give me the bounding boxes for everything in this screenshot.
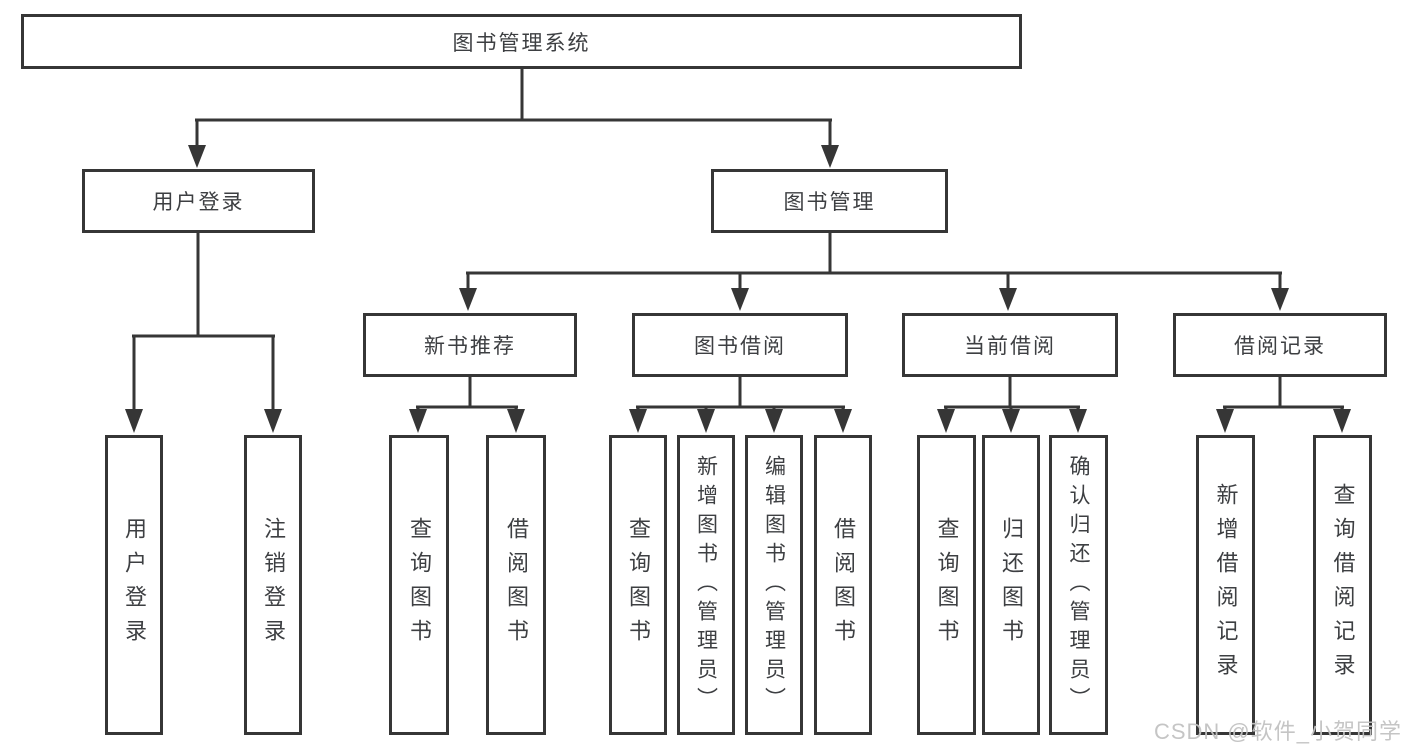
node-current-borrow-label: 当前借阅 <box>964 335 1056 358</box>
leaf-bb-edit-books-admin: 编辑图书（管理员） <box>745 435 803 735</box>
leaf-br-add-record: 新增借阅记录 <box>1196 435 1255 735</box>
leaf-bb-query-books: 查询图书 <box>609 435 667 735</box>
node-book-management: 图书管理 <box>711 169 948 233</box>
node-borrow-records-label: 借阅记录 <box>1234 335 1326 358</box>
connector-book-borrow-children <box>629 376 852 433</box>
leaf-nb-query-books: 查询图书 <box>389 435 449 735</box>
node-system-root: 图书管理系统 <box>21 14 1022 69</box>
leaf-bb-add-books-admin-label: 新增图书（管理员） <box>694 454 718 716</box>
leaf-cb-confirm-return-admin: 确认归还（管理员） <box>1049 435 1108 735</box>
leaf-nb-borrow-books-label: 借阅图书 <box>504 517 529 653</box>
node-book-borrow-label: 图书借阅 <box>694 335 786 358</box>
connector-new-book-children <box>409 376 525 433</box>
node-book-management-label: 图书管理 <box>783 191 876 214</box>
leaf-bb-borrow-books: 借阅图书 <box>814 435 872 735</box>
node-current-borrow: 当前借阅 <box>902 313 1118 377</box>
node-user-login-label: 用户登录 <box>152 191 245 214</box>
leaf-cb-query-books-label: 查询图书 <box>934 517 960 653</box>
leaf-cb-query-books: 查询图书 <box>917 435 976 735</box>
leaf-user-login: 用户登录 <box>105 435 163 735</box>
node-book-borrow: 图书借阅 <box>632 313 848 377</box>
node-borrow-records: 借阅记录 <box>1173 313 1387 377</box>
leaf-br-query-record-label: 查询借阅记录 <box>1330 483 1356 687</box>
csdn-watermark: CSDN @软件_小贺同学 <box>1153 719 1402 744</box>
connector-root-to-level2 <box>188 68 839 168</box>
leaf-cb-return-books: 归还图书 <box>982 435 1040 735</box>
leaf-logout: 注销登录 <box>244 435 302 735</box>
leaf-bb-borrow-books-label: 借阅图书 <box>831 517 856 653</box>
connector-user-login-children <box>125 233 282 433</box>
leaf-nb-query-books-label: 查询图书 <box>407 517 432 653</box>
node-system-root-label: 图书管理系统 <box>452 31 591 55</box>
leaf-cb-confirm-return-admin-label: 确认归还（管理员） <box>1067 454 1090 716</box>
connector-borrow-records-children <box>1216 376 1351 433</box>
connector-current-borrow-children <box>937 376 1087 433</box>
leaf-logout-label: 注销登录 <box>261 517 286 653</box>
leaf-cb-return-books-label: 归还图书 <box>999 517 1024 653</box>
leaf-br-query-record: 查询借阅记录 <box>1313 435 1372 735</box>
leaf-nb-borrow-books: 借阅图书 <box>486 435 546 735</box>
node-user-login: 用户登录 <box>82 169 315 233</box>
node-new-book-recommend: 新书推荐 <box>363 313 577 377</box>
leaf-user-login-label: 用户登录 <box>122 517 147 653</box>
leaf-bb-add-books-admin: 新增图书（管理员） <box>677 435 735 735</box>
leaf-bb-query-books-label: 查询图书 <box>626 517 651 653</box>
leaf-bb-edit-books-admin-label: 编辑图书（管理员） <box>762 454 786 716</box>
leaf-br-add-record-label: 新增借阅记录 <box>1213 483 1239 687</box>
node-new-book-recommend-label: 新书推荐 <box>424 335 516 358</box>
connector-book-mgmt-to-level3 <box>459 233 1289 311</box>
